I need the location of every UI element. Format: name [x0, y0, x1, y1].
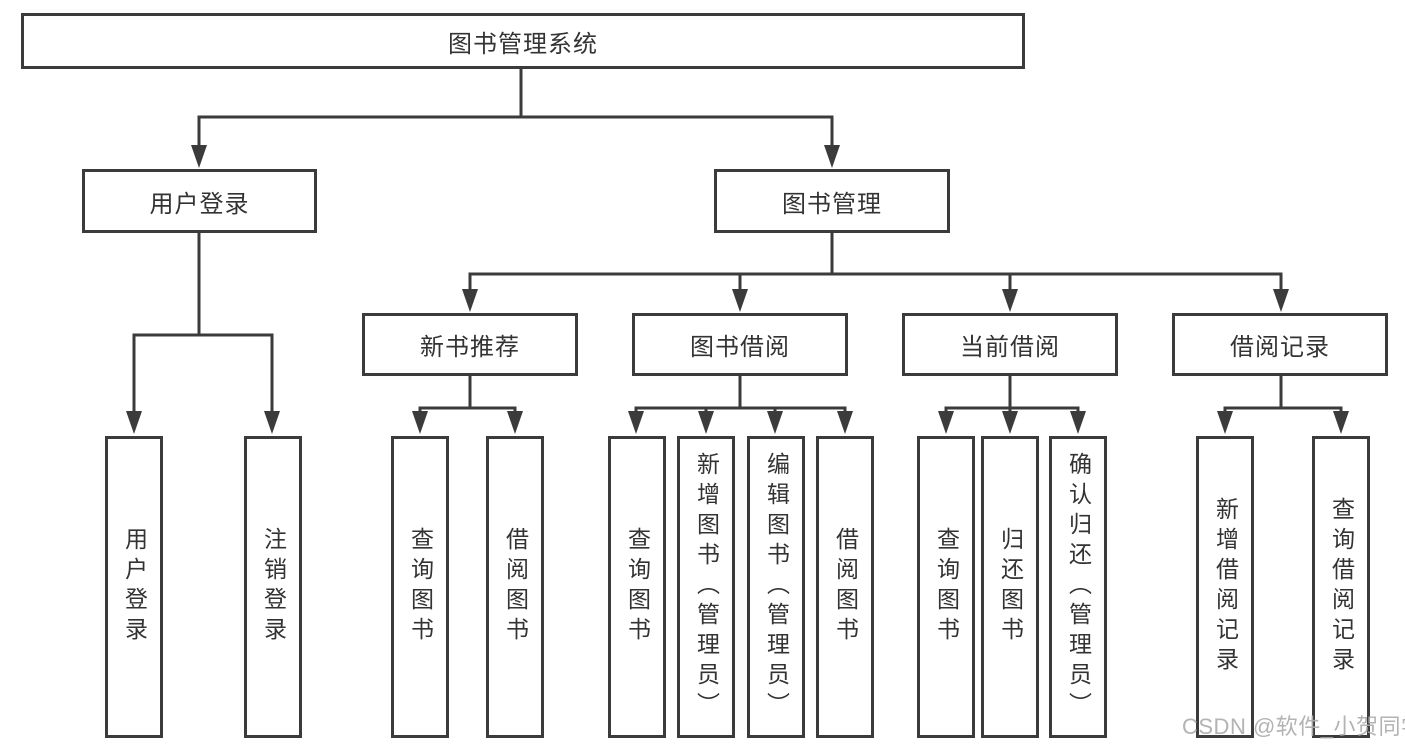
leaf-query-books-borrowing: 查询图书 — [608, 436, 666, 738]
leaf-add-books-admin: 新增图书（管理员） — [677, 436, 735, 738]
leaf-confirm-return-admin: 确认归还（管理员） — [1049, 436, 1107, 738]
leaf-query-books-current: 查询图书 — [917, 436, 975, 738]
csdn-watermark: CSDN @软件_小贺同学 — [1182, 714, 1405, 739]
node-user-login: 用户登录 — [82, 169, 317, 233]
leaf-add-borrow-record: 新增借阅记录 — [1196, 436, 1254, 738]
node-label: 借阅图书 — [502, 527, 529, 647]
node-label: 新增图书（管理员） — [693, 452, 720, 722]
leaf-logout: 注销登录 — [244, 436, 302, 738]
leaf-borrow-books-newbook: 借阅图书 — [486, 436, 544, 738]
node-label: 借阅记录 — [1230, 334, 1330, 361]
node-library-management-system: 图书管理系统 — [21, 13, 1025, 69]
node-label: 查询图书 — [407, 527, 434, 647]
node-label: 新书推荐 — [420, 334, 520, 361]
leaf-query-books-newbook: 查询图书 — [391, 436, 449, 738]
node-label: 查询图书 — [933, 527, 960, 647]
node-book-borrowing: 图书借阅 — [632, 313, 848, 376]
node-borrowing-records: 借阅记录 — [1172, 313, 1388, 376]
node-label: 确认归还（管理员） — [1065, 452, 1092, 722]
node-label: 编辑图书（管理员） — [763, 452, 790, 722]
node-label: 新增借阅记录 — [1212, 497, 1239, 677]
arrowhead-group — [126, 145, 1349, 434]
node-label: 用户登录 — [149, 190, 250, 218]
node-label: 借阅图书 — [832, 527, 859, 647]
leaf-edit-books-admin: 编辑图书（管理员） — [747, 436, 805, 738]
leaf-query-borrow-record: 查询借阅记录 — [1312, 436, 1370, 738]
node-label: 图书借阅 — [690, 334, 790, 361]
node-new-book-recommendation: 新书推荐 — [362, 313, 578, 376]
node-current-borrowing: 当前借阅 — [902, 313, 1118, 376]
connector-line-group — [132, 69, 1343, 412]
node-label: 查询借阅记录 — [1328, 497, 1355, 677]
leaf-borrow-books-borrowing: 借阅图书 — [816, 436, 874, 738]
leaf-user-login: 用户登录 — [105, 436, 163, 738]
node-label: 查询图书 — [624, 527, 651, 647]
node-book-management: 图书管理 — [714, 169, 950, 233]
node-label: 图书管理 — [782, 190, 882, 218]
node-label: 当前借阅 — [960, 334, 1060, 361]
node-label: 注销登录 — [260, 527, 287, 647]
leaf-return-books: 归还图书 — [981, 436, 1039, 738]
node-label: 归还图书 — [997, 527, 1024, 647]
node-label: 用户登录 — [121, 527, 148, 647]
node-label: 图书管理系统 — [448, 30, 598, 58]
